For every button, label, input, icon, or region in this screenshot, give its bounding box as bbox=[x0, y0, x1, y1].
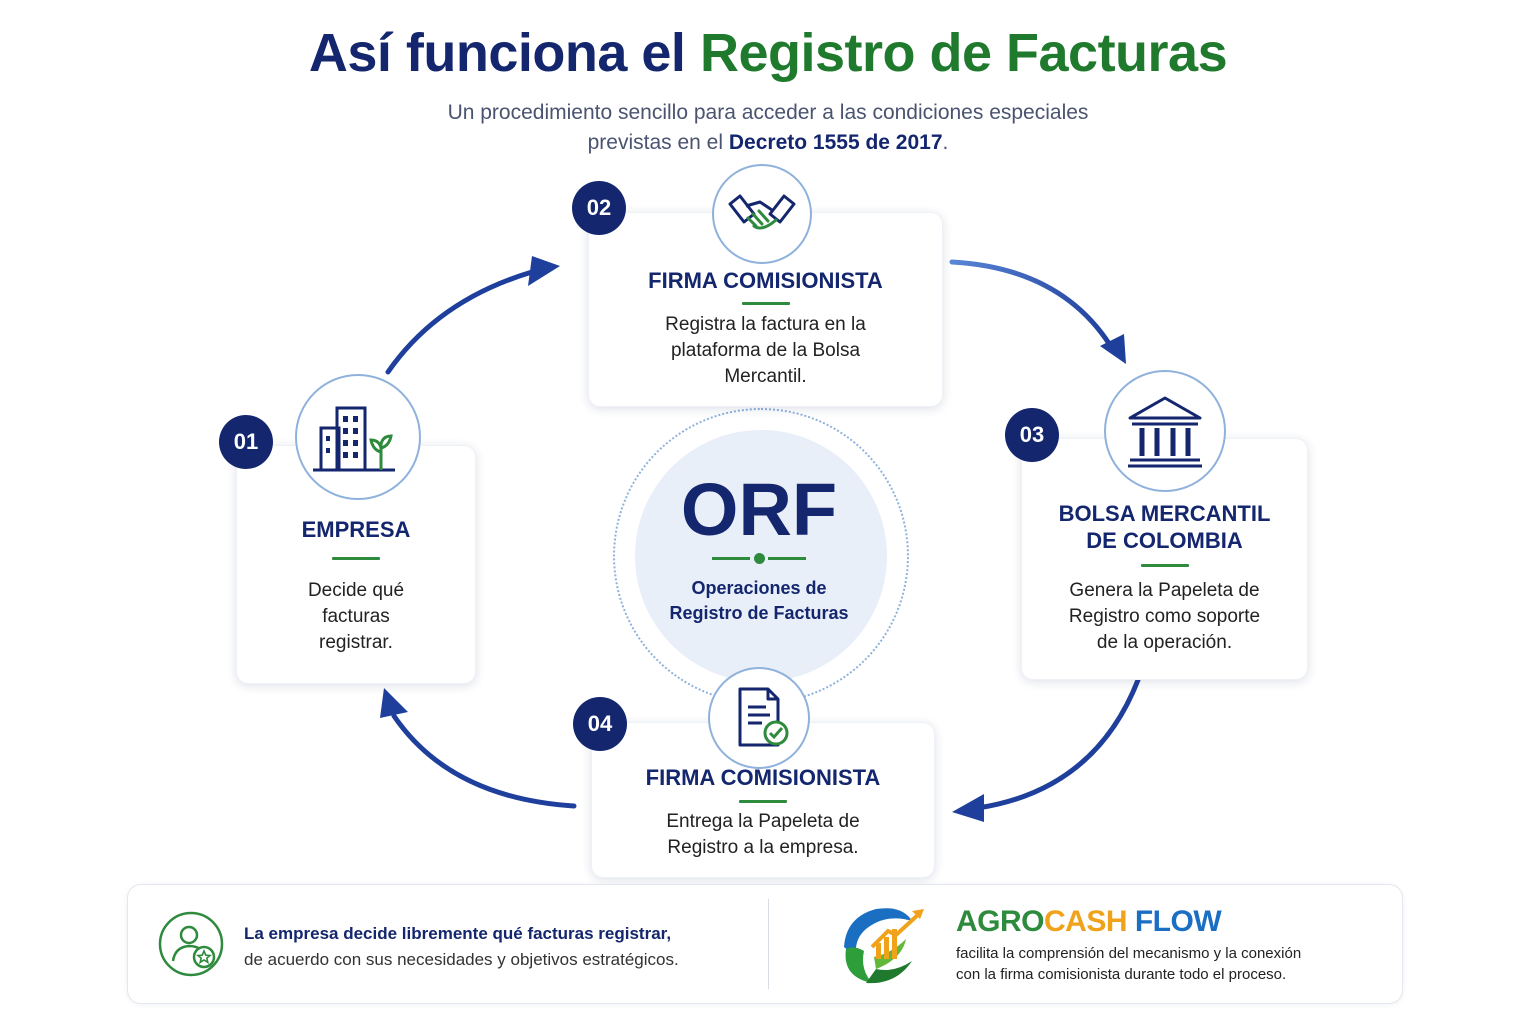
subtitle-line-1: Un procedimiento sencillo para acceder a… bbox=[447, 101, 1089, 124]
footer-separator bbox=[768, 899, 769, 989]
footer-right-line-1: facilita la comprensión del mecanismo y … bbox=[956, 945, 1302, 962]
brand-name: AGROCASH FLOW bbox=[956, 905, 1222, 939]
desc-line: registrar. bbox=[319, 632, 393, 653]
footer-panel: La empresa decide libremente qué factura… bbox=[127, 884, 1403, 1004]
arrowhead-to-03 bbox=[1100, 334, 1126, 364]
title-part-1: Así funciona el bbox=[308, 23, 686, 83]
footer-right-line-2: con la firma comisionista durante todo e… bbox=[956, 966, 1287, 983]
step-03-badge: 03 bbox=[1005, 408, 1059, 462]
desc-line: facturas bbox=[322, 606, 390, 627]
brand-agro: AGRO bbox=[956, 905, 1045, 938]
step-02-badge: 02 bbox=[572, 181, 626, 235]
step-04-title: FIRMA COMISIONISTA bbox=[645, 765, 881, 790]
orf-line-2: Registro de Facturas bbox=[669, 603, 849, 623]
desc-line: de la operación. bbox=[1096, 632, 1233, 653]
footer-left-line-2: de acuerdo con sus necesidades y objetiv… bbox=[244, 950, 679, 969]
arrowhead-to-01 bbox=[380, 688, 408, 718]
step-04-divider bbox=[739, 800, 787, 803]
step-01-title: EMPRESA bbox=[301, 517, 411, 542]
orf-divider bbox=[712, 553, 806, 564]
document-check-icon bbox=[708, 667, 810, 769]
title-part-2: Registro de Facturas bbox=[699, 23, 1228, 83]
subtitle-text: previstas en el bbox=[587, 131, 724, 154]
arrow-04-to-01 bbox=[391, 713, 577, 809]
arrowhead-to-04 bbox=[952, 794, 984, 822]
desc-line: Mercantil. bbox=[724, 366, 807, 387]
step-01-divider bbox=[332, 557, 380, 560]
step-04-description: Entrega la Papeleta de Registro a la emp… bbox=[592, 809, 934, 861]
step-02-divider bbox=[741, 302, 790, 305]
step-03-title: BOLSA MERCANTIL DE COLOMBIA bbox=[1022, 500, 1307, 554]
page-title: Así funciona el Registro de Facturas bbox=[0, 22, 1536, 84]
desc-line: Registro a la empresa. bbox=[667, 837, 859, 858]
arrow-03-to-04 bbox=[975, 677, 1141, 811]
agrocashflow-logo-icon bbox=[836, 899, 928, 987]
desc-line: Registra la factura en la bbox=[665, 314, 866, 335]
footer-left-line-1: La empresa decide libremente qué factura… bbox=[244, 924, 672, 943]
step-02-title: FIRMA COMISIONISTA bbox=[648, 268, 883, 293]
orf-acronym: ORF bbox=[680, 468, 838, 551]
footer-left-text: La empresa decide libremente qué factura… bbox=[244, 921, 679, 973]
arrow-01-to-02 bbox=[385, 269, 535, 375]
subtitle-period: . bbox=[942, 131, 949, 154]
step-01-badge: 01 bbox=[219, 415, 273, 469]
step-03-divider bbox=[1140, 564, 1189, 567]
desc-line: Registro como soporte bbox=[1068, 606, 1261, 627]
user-star-icon bbox=[158, 911, 224, 977]
page-subtitle: Un procedimiento sencillo para acceder a… bbox=[0, 98, 1536, 158]
arrow-02-to-03 bbox=[949, 259, 1113, 348]
desc-line: Decide qué bbox=[307, 580, 405, 601]
brand-cash: CASH bbox=[1044, 905, 1128, 938]
desc-line: Genera la Papeleta de bbox=[1069, 580, 1260, 601]
brand-flow: FLOW bbox=[1134, 905, 1222, 938]
decree-reference: Decreto 1555 de 2017 bbox=[728, 131, 943, 154]
buildings-icon bbox=[295, 374, 421, 500]
step-03-description: Genera la Papeleta de Registro como sopo… bbox=[1022, 578, 1307, 656]
footer-right-text: facilita la comprensión del mecanismo y … bbox=[956, 943, 1301, 985]
orf-line-1: Operaciones de bbox=[691, 578, 827, 598]
title-line: BOLSA MERCANTIL bbox=[1058, 501, 1271, 526]
step-02-description: Registra la factura en la plataforma de … bbox=[589, 312, 942, 390]
bank-building-icon bbox=[1104, 370, 1226, 492]
step-02-card: FIRMA COMISIONISTA Registra la factura e… bbox=[588, 212, 943, 407]
desc-line: Entrega la Papeleta de bbox=[666, 811, 860, 832]
orf-subtitle: Operaciones de Registro de Facturas bbox=[613, 576, 905, 626]
desc-line: plataforma de la Bolsa bbox=[670, 340, 861, 361]
arrowhead-to-02 bbox=[528, 256, 560, 286]
title-line: DE COLOMBIA bbox=[1086, 528, 1243, 553]
handshake-icon bbox=[712, 164, 812, 264]
step-04-badge: 04 bbox=[573, 697, 627, 751]
subtitle-line-2: previstas en el Decreto 1555 de 2017. bbox=[0, 128, 1536, 158]
step-01-description: Decide qué facturas registrar. bbox=[237, 578, 475, 656]
